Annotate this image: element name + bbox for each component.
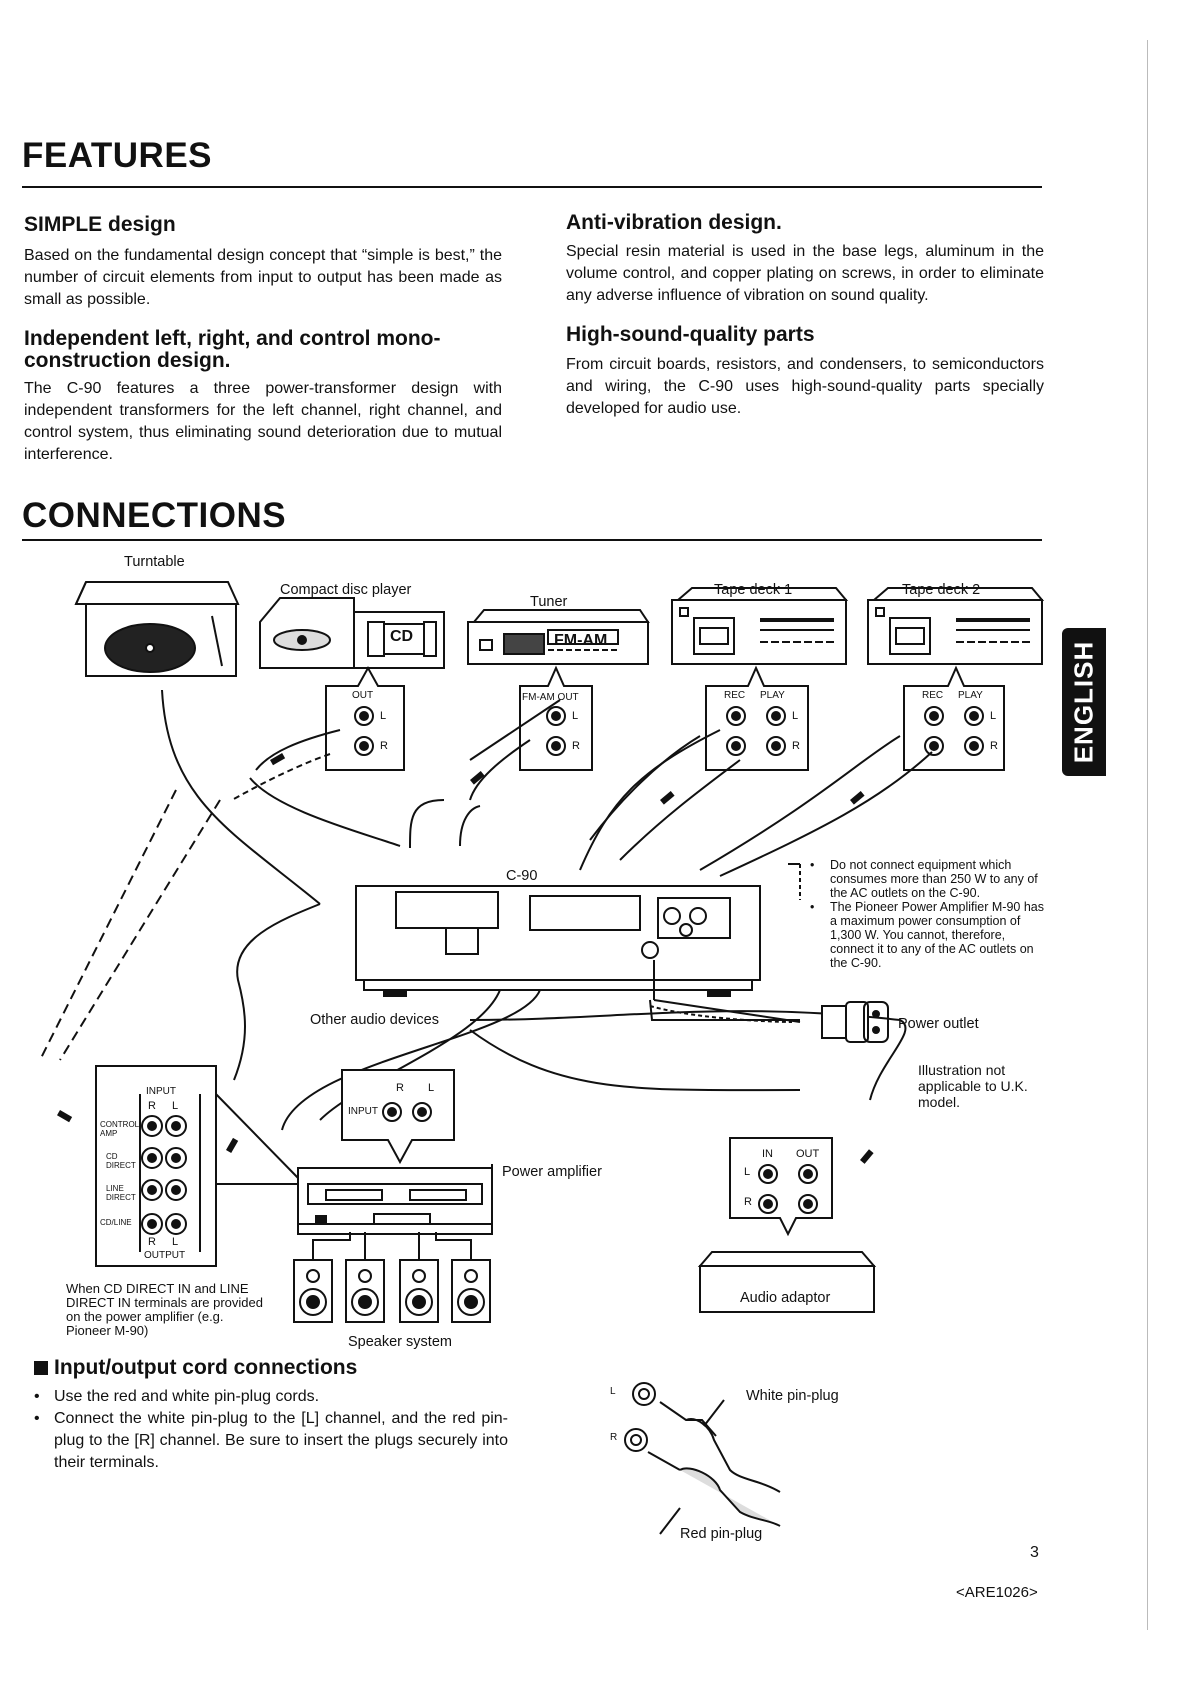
- tape-deck-2-icon: [867, 587, 1045, 665]
- pin-plug-illustration: [624, 1382, 781, 1535]
- output-l-label: L: [172, 1236, 179, 1248]
- adaptor-out-label: OUT: [796, 1148, 820, 1160]
- direct-note: When CD DIRECT IN and LINE DIRECT IN ter…: [66, 1281, 263, 1338]
- plug-r-label: R: [610, 1432, 618, 1443]
- tuner-icon: [467, 609, 650, 665]
- speaker-system-icon: [293, 1232, 491, 1323]
- input-label: INPUT: [146, 1086, 176, 1097]
- cd-direct-label: CD DIRECT: [106, 1152, 136, 1170]
- note-item: •Do not connect equipment which consumes…: [810, 858, 1038, 900]
- tape2-l-label: L: [990, 710, 997, 722]
- tape1-play-label: PLAY: [760, 690, 785, 701]
- tape2-play-label: PLAY: [958, 690, 983, 701]
- adaptor-r-label: R: [744, 1196, 752, 1208]
- plug-l-label: L: [610, 1386, 616, 1397]
- io-title-text: Input/output cord connections: [54, 1356, 358, 1379]
- tape1-rec-label: REC: [724, 690, 746, 701]
- white-plug-label: White pin-plug: [746, 1388, 839, 1404]
- simple-title: SIMPLE design: [24, 213, 176, 236]
- io-bullets: Use the red and white pin-plug cords. Co…: [24, 1386, 508, 1474]
- input-r-label: R: [148, 1100, 156, 1112]
- speaker-system-label: Speaker system: [348, 1334, 452, 1350]
- page-edge-line: [1147, 40, 1148, 1630]
- cd-line-label: CD/LINE: [100, 1218, 132, 1227]
- note-item: •The Pioneer Power Amplifier M-90 has a …: [810, 900, 1044, 970]
- tuner-r-label: R: [572, 740, 580, 752]
- control-amp-jack-box: [95, 1065, 217, 1267]
- tape1-jack-box: [705, 665, 809, 771]
- document-code: <ARE1026>: [956, 1584, 1038, 1601]
- cd-player-icon: [259, 597, 445, 669]
- illustration-note: Illustration not applicable to U.K. mode…: [918, 1062, 1028, 1110]
- io-title: Input/output cord connections: [34, 1356, 357, 1380]
- independent-title: Independent left, right, and control mon…: [24, 327, 441, 372]
- antivib-title: Anti-vibration design.: [566, 211, 782, 234]
- tape2-r-label: R: [990, 740, 998, 752]
- cd-r-label: R: [380, 740, 388, 752]
- features-heading: FEATURES: [22, 136, 213, 175]
- language-tab[interactable]: ENGLISH: [1062, 628, 1106, 776]
- turntable-label: Turntable: [124, 554, 185, 570]
- connections-rule: [22, 539, 1042, 541]
- power-plug-icon: [653, 960, 889, 1043]
- c90-label: C-90: [506, 868, 538, 884]
- tape2-rec-label: REC: [922, 690, 944, 701]
- red-plug-label: Red pin-plug: [680, 1526, 763, 1542]
- control-amp-label: CONTROL AMP: [100, 1120, 139, 1138]
- independent-body: The C-90 features a three power-transfor…: [24, 380, 502, 463]
- audio-adaptor-icon: [697, 1137, 877, 1313]
- cd-out-label: OUT: [352, 690, 374, 701]
- tuner-l-label: L: [572, 710, 579, 722]
- output-label: OUTPUT: [144, 1250, 186, 1261]
- features-rule: [22, 186, 1042, 188]
- tape-deck-1-label: Tape deck 1: [714, 582, 793, 598]
- adaptor-in-label: IN: [762, 1148, 773, 1160]
- power-amplifier-icon: [297, 1164, 493, 1235]
- page-number: 3: [1030, 1544, 1039, 1561]
- audio-adaptor-label: Audio adaptor: [740, 1290, 831, 1306]
- square-bullet-icon: [34, 1361, 48, 1375]
- other-devices-label: Other audio devices: [310, 1012, 439, 1028]
- parts-body: From circuit boards, resistors, and cond…: [566, 356, 1044, 417]
- cd-jack-box: [325, 665, 405, 771]
- adaptor-l-label: L: [744, 1166, 751, 1178]
- connections-heading: CONNECTIONS: [22, 496, 287, 535]
- tape1-r-label: R: [792, 740, 800, 752]
- output-r-label: R: [148, 1236, 156, 1248]
- tuner-face-text: FM-AM: [554, 632, 608, 649]
- antivib-body: Special resin material is used in the ba…: [566, 243, 1044, 304]
- c90-amplifier-icon: [355, 885, 761, 997]
- cd-player-label: Compact disc player: [280, 582, 412, 598]
- amp-input-label: INPUT: [348, 1106, 378, 1117]
- io-bullet: Connect the white pin-plug to the [L] ch…: [24, 1408, 508, 1474]
- tape1-l-label: L: [792, 710, 799, 722]
- tape-deck-2-label: Tape deck 2: [902, 582, 981, 598]
- simple-body: Based on the fundamental design concept …: [24, 247, 502, 308]
- power-outlet-label: Power outlet: [898, 1016, 979, 1032]
- notes-list: •Do not connect equipment which consumes…: [808, 858, 1048, 970]
- input-l-label: L: [172, 1100, 179, 1112]
- tuner-jack-box: [519, 665, 593, 771]
- power-amp-label: Power amplifier: [502, 1164, 602, 1180]
- tuner-label: Tuner: [530, 594, 568, 610]
- cd-face-text: CD: [390, 628, 414, 645]
- tuner-out-label: FM-AM OUT: [522, 692, 579, 703]
- tape-deck-1-icon: [671, 587, 849, 665]
- line-direct-label: LINE DIRECT: [106, 1184, 136, 1202]
- amp-r-label: R: [396, 1082, 404, 1094]
- tape2-jack-box: [903, 665, 1005, 771]
- power-amp-jack-box: [341, 1069, 455, 1165]
- parts-title: High-sound-quality parts: [566, 323, 815, 346]
- amp-l-label: L: [428, 1082, 435, 1094]
- turntable-icon: [74, 581, 240, 677]
- io-bullet: Use the red and white pin-plug cords.: [24, 1386, 508, 1408]
- cd-l-label: L: [380, 710, 387, 722]
